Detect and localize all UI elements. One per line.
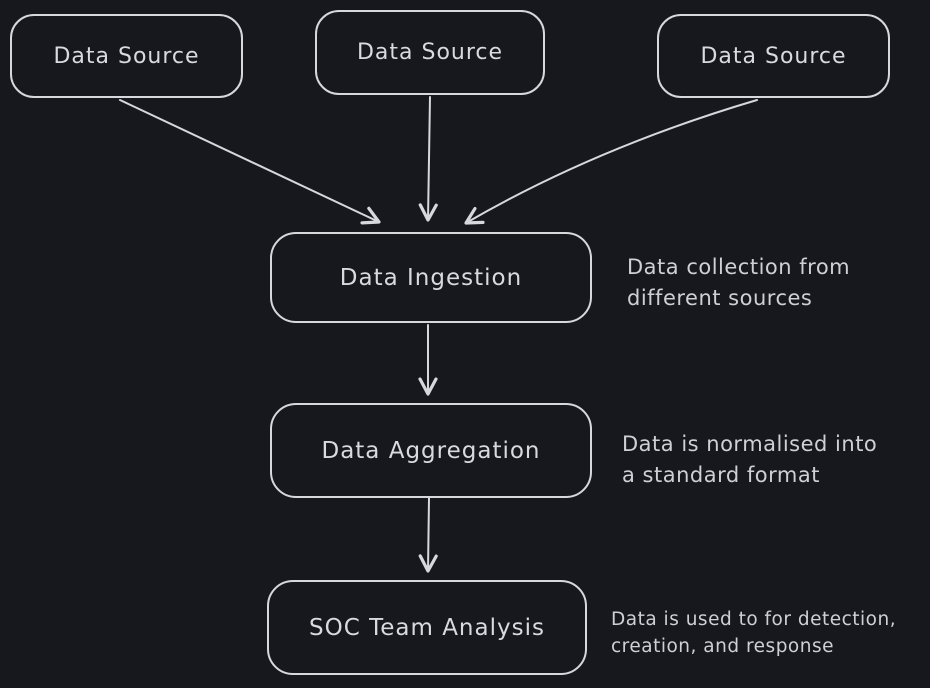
node-label: Data Source [700,43,847,69]
annotation-soc-team-analysis: Data is used to for detection, creation,… [611,609,897,657]
edge-arrow-source3-to-ingestion [464,99,758,225]
edge-arrow-source2-to-ingestion [418,96,438,222]
node-data-aggregation[interactable]: Data Aggregation [270,403,592,498]
edge-arrow-aggregation-to-soc [418,497,438,573]
node-data-source-2[interactable]: Data Source [315,10,545,95]
node-label: Data Source [53,43,200,69]
annotation-data-aggregation: Data is normalised into a standard forma… [622,432,878,487]
node-data-ingestion[interactable]: Data Ingestion [270,232,592,323]
node-label: Data Aggregation [321,437,541,464]
node-data-source-3[interactable]: Data Source [657,14,890,98]
edge-arrow-source1-to-ingestion [119,99,381,225]
node-label: Data Ingestion [339,264,523,291]
node-label: SOC Team Analysis [309,614,545,641]
node-data-source-1[interactable]: Data Source [10,14,243,98]
annotation-data-ingestion: Data collection from different sources [627,255,851,310]
node-label: Data Source [356,40,504,65]
node-soc-team-analysis[interactable]: SOC Team Analysis [267,580,587,675]
